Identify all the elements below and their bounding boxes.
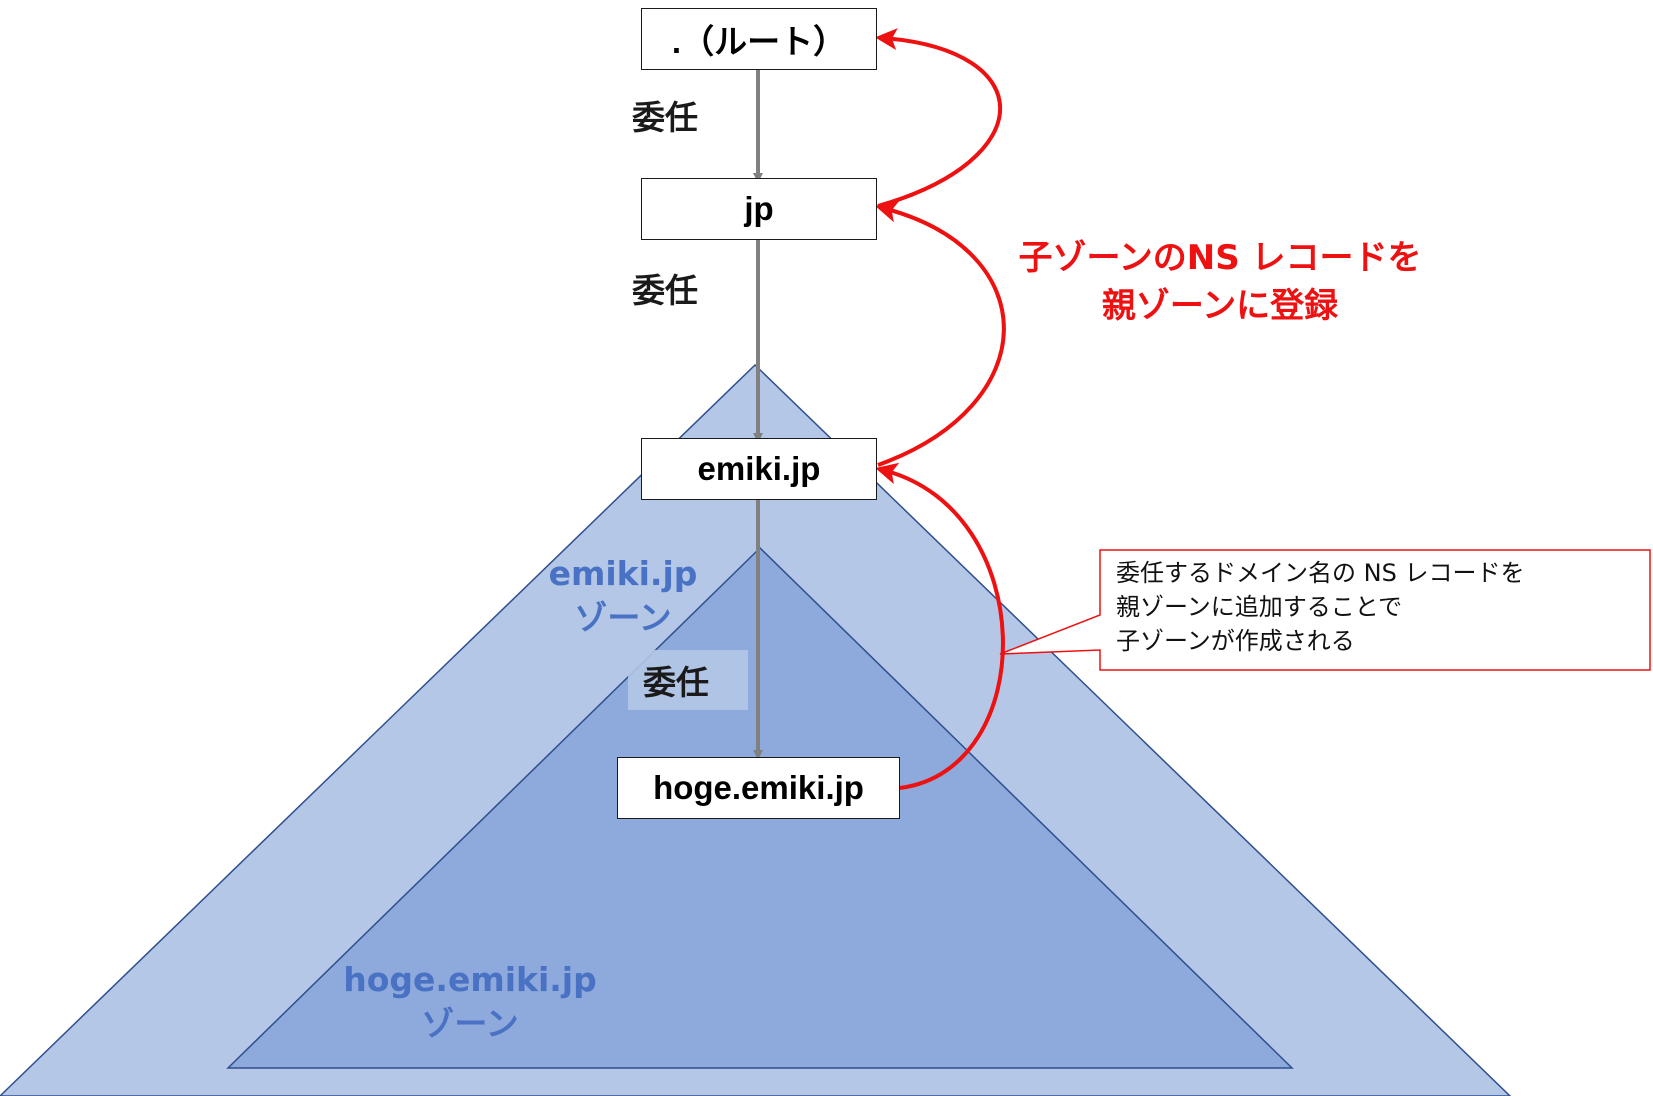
ns-arrow-emiki-to-jp <box>875 200 1006 467</box>
callout-line2: 親ゾーンに追加することで <box>1116 593 1403 621</box>
delegation-label-emiki-hoge: 委任 <box>643 663 709 702</box>
callout-line3: 子ゾーンが作成される <box>1116 627 1355 655</box>
delegation-label-jp-emiki: 委任 <box>632 271 698 310</box>
ns-registration-annotation-line2: 親ゾーンに登録 <box>1101 286 1339 326</box>
callout-text: 委任するドメイン名の NS レコードを 親ゾーンに追加することで 子ゾーンが作成… <box>1116 556 1646 658</box>
callout-box <box>999 549 1651 671</box>
ns-registration-annotation-line1: 子ゾーンのNS レコードを <box>1018 238 1422 278</box>
hoge-zone-label-line2: ゾーン <box>421 1004 519 1043</box>
delegation-label-background <box>628 650 748 710</box>
emiki-node: emiki.jp <box>641 438 877 500</box>
emiki-zone-label-line2: ゾーン <box>574 598 672 637</box>
callout-line1: 委任するドメイン名の NS レコードを <box>1116 559 1525 587</box>
delegation-label-root-jp: 委任 <box>632 98 698 137</box>
emiki-zone-label: emiki.jp ゾーン <box>530 552 716 640</box>
hoge-zone-label: hoge.emiki.jp ゾーン <box>340 958 600 1046</box>
hoge-node: hoge.emiki.jp <box>617 757 900 819</box>
emiki-zone-label-line1: emiki.jp <box>548 554 698 593</box>
ns-registration-annotation: 子ゾーンのNS レコードを 親ゾーンに登録 <box>985 234 1455 330</box>
jp-node: jp <box>641 178 877 240</box>
ns-arrow-jp-to-root <box>875 28 1002 208</box>
ns-arrow-hoge-to-emiki <box>875 462 1005 790</box>
hoge-zone-label-line1: hoge.emiki.jp <box>343 960 597 999</box>
root-node: .（ルート） <box>641 8 877 70</box>
